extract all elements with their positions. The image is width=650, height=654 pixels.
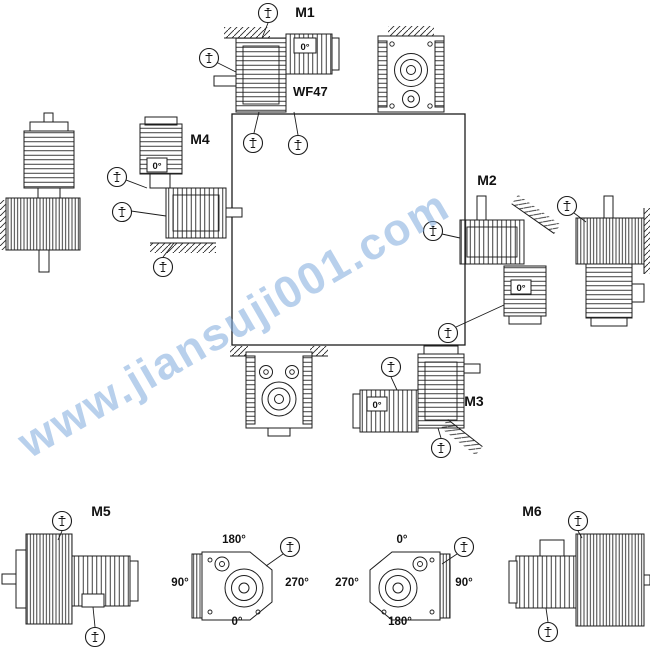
top-front-view-drawing (377, 26, 445, 113)
m5-plug-icon-a (51, 510, 73, 532)
m6-plug-icon-b (537, 621, 559, 643)
m5-output-shaft (1, 573, 17, 585)
m2-terminal-angle: 0° (516, 283, 525, 294)
left-view-motor (23, 130, 75, 189)
left-dial-bottom-label: 0° (232, 616, 243, 628)
m2-terminal-box (510, 279, 532, 295)
right-view-terminal-box (631, 283, 645, 303)
m6-terminal-box (539, 539, 565, 557)
m4-plug-icon-c (152, 256, 174, 278)
left-rotation-view-drawing (191, 536, 301, 621)
left-rotation-plug-icon (279, 536, 301, 558)
right-dial-right-label: 90° (455, 577, 473, 589)
left-dial-right-label: 270° (285, 577, 309, 589)
m1-motor-fan-cover (331, 37, 340, 71)
m6-label: M6 (522, 503, 542, 519)
right-dial-left-label: 270° (335, 577, 359, 589)
m3-plug-icon-b (430, 437, 452, 459)
right-rotation-plug-icon (453, 536, 475, 558)
left-side-view-drawing (0, 112, 81, 273)
m5-plug-icon-b (84, 626, 106, 648)
m1-gearbox-body (235, 37, 287, 113)
right-view-motor (585, 263, 633, 319)
m4-plug-icon-a (106, 166, 128, 188)
m6-assembly-drawing (508, 510, 650, 643)
m1-terminal-angle: 0° (300, 42, 309, 53)
m4-terminal-angle: 0° (152, 161, 161, 172)
m5-terminal-box (81, 593, 105, 608)
model-label: WF47 (293, 84, 328, 99)
m3-output-shaft (463, 363, 481, 374)
m6-motor (515, 555, 577, 609)
m3-assembly-drawing: 0° (352, 345, 483, 459)
m5-gearbox-body (25, 533, 73, 625)
m3-motor-fan-cover (352, 393, 361, 429)
right-dial-top-label: 0° (397, 534, 408, 546)
m5-label: M5 (91, 503, 111, 519)
m1-bottom-plug-icon-a (242, 132, 264, 154)
m4-mounting-wall-hatch (150, 243, 216, 253)
m2-motor-fan-cover (508, 315, 542, 325)
m1-mounting-wall-hatch (224, 27, 270, 38)
m6-output-shaft (643, 574, 650, 586)
m6-motor-fan-cover (508, 560, 518, 604)
left-dial-top-label: 180° (222, 534, 246, 546)
right-view-wall-hatch (644, 208, 650, 274)
bottom-view-hatch-right (310, 346, 328, 356)
m5-assembly-drawing (1, 510, 139, 648)
right-side-view-drawing (556, 195, 650, 327)
left-dial-left-label: 90° (171, 577, 189, 589)
left-view-shaft (38, 249, 50, 273)
right-view-shaft (603, 195, 614, 219)
m2-assembly-drawing: 0° (422, 194, 561, 344)
m4-plug-icon-b (111, 201, 133, 223)
m4-terminal-box (146, 157, 168, 173)
m1-vent-plug-icon (257, 2, 279, 24)
m1-side-plug-icon (198, 47, 220, 69)
m1-bottom-plug-icon-b (287, 134, 309, 156)
m5-motor-fan-cover (129, 560, 139, 602)
m2-plug-icon-b (437, 322, 459, 344)
bottom-view-hatch-left (230, 346, 248, 356)
m2-plug-icon-a (422, 220, 444, 242)
m1-assembly-drawing: 0° (198, 2, 340, 156)
m1-output-shaft (213, 75, 237, 87)
left-view-gearbox (5, 197, 81, 251)
m3-label: M3 (464, 393, 484, 409)
m3-mounting-wall-hatch (440, 419, 483, 456)
m3-terminal-box (366, 396, 388, 412)
right-rotation-view-drawing (369, 536, 475, 621)
m6-gearbox-body (575, 533, 645, 627)
m3-plug-icon-a (380, 356, 402, 378)
m4-gearbox-body (165, 187, 227, 239)
m2-mounting-wall-hatch (511, 194, 561, 234)
m4-assembly-drawing: 0° (106, 116, 243, 278)
m2-input-shaft (476, 195, 487, 221)
m1-label: M1 (295, 4, 315, 20)
m4-output-shaft (225, 207, 243, 218)
left-view-wall-hatch (0, 200, 6, 250)
m1-terminal-box (293, 37, 317, 54)
m4-label: M4 (190, 131, 210, 147)
bottom-front-view-drawing (230, 346, 328, 437)
m2-label: M2 (477, 172, 497, 188)
right-view-gearbox (575, 217, 645, 265)
right-view-plug-icon (556, 195, 578, 217)
right-dial-bottom-label: 180° (388, 616, 412, 628)
top-view-mounting-hatch (388, 26, 434, 36)
m3-terminal-angle: 0° (372, 400, 381, 411)
m3-gearbox-body (417, 353, 465, 429)
m6-plug-icon-a (567, 510, 589, 532)
